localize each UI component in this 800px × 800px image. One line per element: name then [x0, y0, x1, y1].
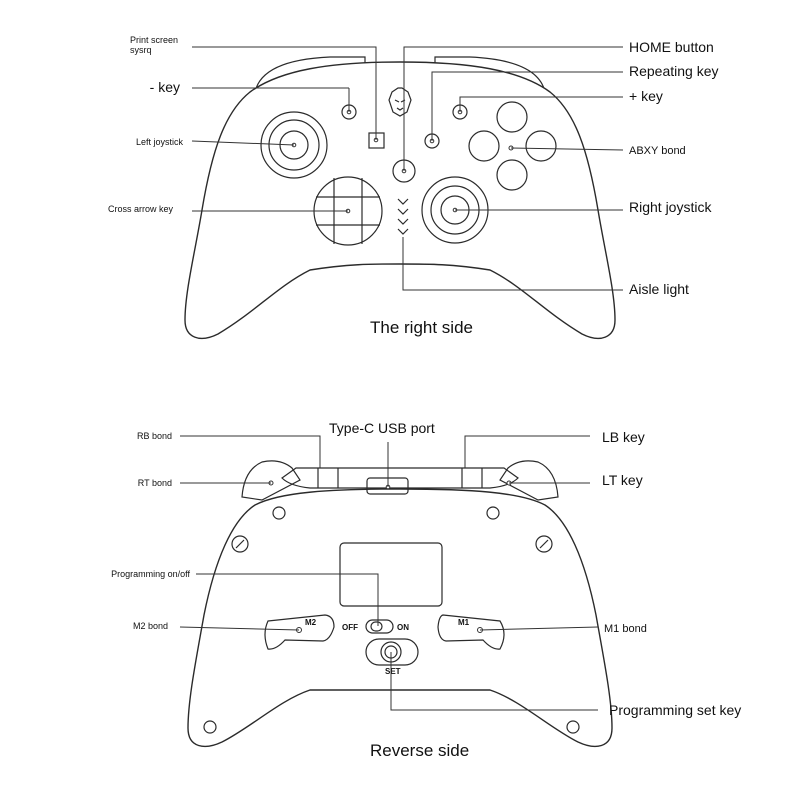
label-left-joystick: Left joystick	[136, 137, 184, 147]
left-joystick[interactable]	[260, 111, 328, 179]
label-sysrq: sysrq	[130, 45, 152, 55]
label-plus-key: + key	[629, 88, 663, 104]
label-lt-key: LT key	[602, 472, 643, 488]
back-view: OFF ON SET M2 M1 Type-C USB port	[111, 420, 741, 760]
leader-home	[403, 46, 623, 171]
grip-right	[535, 535, 553, 553]
label-minus-key: - key	[150, 79, 180, 95]
switch-on-label: ON	[397, 623, 409, 632]
label-right-joystick: Right joystick	[629, 199, 712, 215]
leader-m2-bond	[179, 626, 300, 631]
rt-trigger-left	[241, 460, 301, 501]
abxy-bottom-button[interactable]	[496, 159, 528, 191]
leader-left-joystick	[191, 140, 295, 146]
screw-hole-bottom-right	[566, 720, 580, 734]
label-abxy-bond: ABXY bond	[629, 145, 686, 157]
screw-hole-top-left	[272, 506, 286, 520]
leader-lb-key	[464, 435, 590, 468]
leader-plus	[459, 96, 623, 112]
label-rt-bond: RT bond	[138, 478, 172, 488]
back-bumper-strip	[281, 467, 519, 489]
front-view: Print screen sysrq - key Left joystick C…	[108, 35, 719, 339]
m2-paddle-label: M2	[305, 618, 317, 627]
grip-left	[231, 535, 249, 553]
screw-hole-top-right	[486, 506, 500, 520]
label-home-button: HOME button	[629, 39, 714, 55]
label-m1-bond: M1 bond	[604, 623, 647, 635]
leader-programming-on-off	[196, 573, 379, 626]
label-lb-key: LB key	[602, 429, 645, 445]
label-type-c-usb-port: Type-C USB port	[329, 420, 435, 436]
label-rb-bond: RB bond	[137, 431, 172, 441]
label-programming-set-key: Programming set key	[609, 702, 741, 718]
abxy-buttons	[468, 101, 557, 191]
label-aisle-light: Aisle light	[629, 281, 689, 297]
leader-programming-set	[390, 652, 598, 711]
lt-trigger-right	[499, 460, 559, 501]
lion-logo-icon	[388, 87, 412, 117]
leader-m1-bond	[479, 626, 599, 631]
back-controller-body	[187, 488, 613, 748]
m1-paddle-label: M1	[458, 618, 470, 627]
switch-off-label: OFF	[342, 623, 358, 632]
programming-switch[interactable]	[365, 619, 394, 634]
abxy-right-button[interactable]	[525, 130, 557, 162]
abxy-left-button[interactable]	[468, 130, 500, 162]
label-cross-arrow-key: Cross arrow key	[108, 204, 174, 214]
back-caption: Reverse side	[370, 741, 469, 760]
leader-print-screen	[192, 46, 377, 140]
abxy-top-button[interactable]	[496, 101, 528, 133]
label-print-screen: Print screen	[130, 35, 178, 45]
label-m2-bond: M2 bond	[133, 621, 168, 631]
leader-abxy	[510, 147, 624, 151]
leader-aisle-light	[402, 237, 623, 291]
set-button-label: SET	[385, 667, 401, 676]
screw-hole-bottom-left	[203, 720, 217, 734]
front-caption: The right side	[370, 318, 473, 337]
label-repeating-key: Repeating key	[629, 63, 719, 79]
leader-rb-bond	[180, 435, 321, 468]
label-programming-on-off: Programming on/off	[111, 569, 190, 579]
aisle-light-chevrons	[397, 198, 409, 235]
leader-repeating	[431, 71, 623, 141]
